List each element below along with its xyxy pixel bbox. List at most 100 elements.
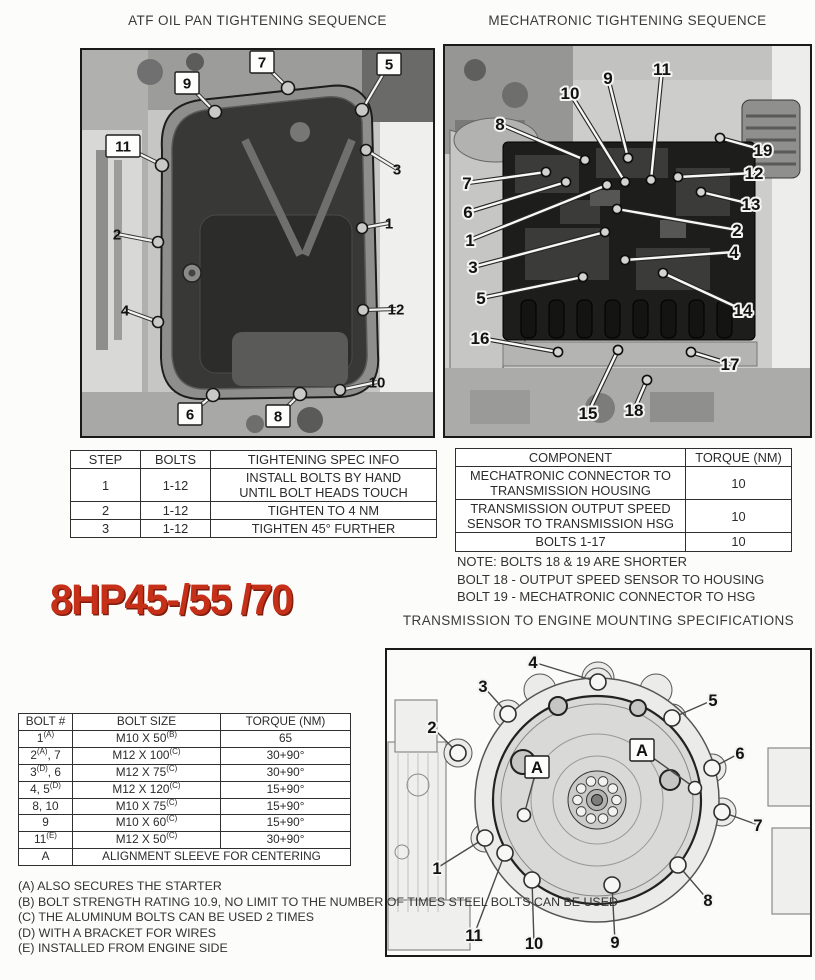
callout-number: 2 (113, 226, 121, 243)
bolt-marker (154, 157, 170, 173)
callout-number: 10 (525, 935, 543, 953)
table-cell: TIGHTEN TO 4 NM (210, 501, 437, 521)
table-cell: M10 X 60(C) (72, 814, 221, 833)
note-line: NOTE: BOLTS 18 & 19 ARE SHORTER (457, 554, 687, 569)
callout-11: 11 (463, 844, 514, 947)
table-cell: M12 X 75(C) (72, 763, 221, 782)
callout-8: 8 (493, 113, 591, 166)
bolt-marker (499, 705, 517, 723)
callout-17: 17 (685, 346, 741, 376)
hub-hole (585, 813, 597, 824)
callout-A: A (629, 738, 703, 796)
callout-4: 4 (121, 302, 165, 329)
bolt-marker (687, 780, 703, 796)
callout-8: 8 (265, 386, 308, 428)
bolt-marker (622, 152, 634, 164)
table-cell: M12 X 100(C) (72, 746, 221, 765)
mechatronic-notes: NOTE: BOLTS 18 & 19 ARE SHORTER BOLT 18 … (457, 553, 764, 606)
table-cell: 2 (70, 501, 141, 521)
table-cell: BOLTS 1-17 (455, 532, 686, 552)
table-cell: 65 (220, 729, 351, 748)
callout-box (629, 738, 655, 762)
bolt-marker (703, 759, 721, 777)
callout-number: 13 (742, 195, 761, 214)
callout-10: 10 (523, 871, 545, 955)
column-header: STEP (70, 449, 141, 470)
table-cell: 15+90° (220, 780, 351, 799)
bolt-marker (619, 176, 631, 188)
engine-block-lineart (387, 699, 812, 951)
bolt-marker (496, 844, 514, 862)
table-cell: 10 (685, 532, 792, 552)
footnote-line: (B) BOLT STRENGTH RATING 10.9, NO LIMIT … (18, 894, 618, 909)
table-row: 1(A)M10 X 50(B)65 (18, 729, 351, 748)
callout-number: 1 (385, 215, 393, 232)
callout-A: A (516, 755, 550, 823)
callout-9: 9 (603, 876, 622, 954)
bolt-marker (356, 303, 370, 317)
callout-number: 11 (465, 927, 482, 945)
callout-7: 7 (713, 803, 765, 837)
hub-hole (585, 776, 597, 787)
callout-box (376, 52, 402, 76)
bolt-marker (669, 856, 687, 874)
callout-number: 4 (121, 302, 130, 319)
callout-8: 8 (669, 856, 715, 912)
hub-hole (597, 776, 609, 787)
bolt-marker (713, 803, 731, 821)
callout-3: 3 (476, 676, 517, 723)
callout-2: 2 (611, 203, 744, 242)
bolt-marker (560, 176, 572, 188)
callout-1: 1 (355, 215, 393, 235)
table-cell: 30+90° (220, 763, 351, 782)
callout-3: 3 (359, 143, 401, 178)
table-cell: 11(E) (18, 831, 73, 850)
bolt-marker (663, 709, 681, 727)
table-cell: 1(A) (18, 729, 73, 748)
table-row: 11(E)M12 X 50(C)30+90° (18, 831, 351, 850)
bolt-marker (280, 80, 296, 96)
footnote-line: (A) ALSO SECURES THE STARTER (18, 879, 222, 893)
table-cell: 30+90° (220, 746, 351, 765)
bolt-marker (540, 166, 552, 178)
callout-13: 13 (695, 186, 762, 216)
callout-number: 17 (721, 355, 740, 374)
bolt-marker (205, 387, 221, 403)
solenoid-row (520, 299, 733, 339)
mounting-section-title: TRANSMISSION TO ENGINE MOUNTING SPECIFIC… (402, 613, 795, 628)
callout-12: 12 (672, 162, 765, 185)
callout-4: 4 (619, 241, 741, 266)
callout-19: 19 (714, 132, 774, 162)
callout-number: 12 (388, 301, 405, 318)
callout-14: 14 (657, 267, 755, 322)
hub-hole (611, 794, 622, 806)
table-cell: 8, 10 (18, 797, 73, 816)
callout-number: 6 (463, 203, 472, 222)
callout-number: 3 (478, 678, 487, 696)
bolt-marker (333, 383, 347, 397)
callout-2: 2 (425, 717, 467, 762)
table-cell: 1-12 (140, 501, 211, 521)
table-cell: 2(A), 7 (18, 746, 73, 765)
diagram-frame (80, 48, 435, 438)
callout-6: 6 (177, 387, 221, 426)
callout-number: 10 (369, 374, 386, 391)
diagram-frame (443, 44, 812, 438)
callout-number: 5 (476, 289, 485, 308)
hub-hole (607, 806, 619, 817)
callout-number: 4 (528, 654, 538, 672)
callout-number: 7 (753, 817, 762, 835)
